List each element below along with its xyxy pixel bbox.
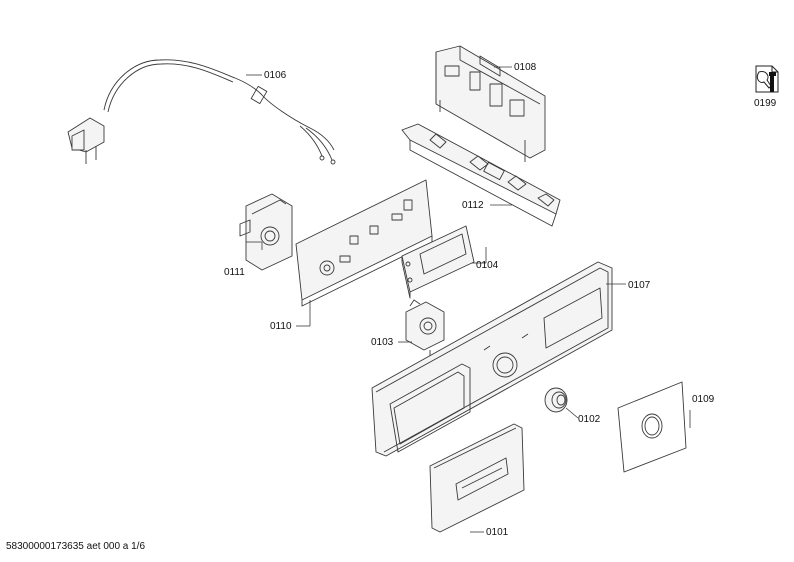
front-panel-part (371, 261, 613, 457)
callout-0108: 0108 (514, 62, 537, 73)
callout-0110: 0110 (270, 321, 292, 332)
power-cord-part (67, 59, 336, 165)
callout-0103: 0103 (371, 337, 394, 348)
callout-0111: 0111 (224, 267, 245, 278)
callout-0106: 0106 (264, 70, 287, 81)
holder-rail-part (401, 123, 561, 227)
callout-0104: 0104 (476, 260, 499, 271)
bracket-part (239, 193, 293, 271)
wrench-doc-icon (755, 65, 779, 93)
display-pcb-part (401, 225, 475, 299)
rotary-knob-part (544, 387, 568, 413)
main-pcb-part (295, 179, 433, 307)
detergent-drawer-part (429, 423, 525, 533)
decor-cover-part (617, 381, 687, 473)
callout-0199: 0199 (754, 98, 777, 109)
knob-module-part (405, 299, 445, 359)
document-reference: 58300000173635 aet 000 a 1/6 (6, 541, 146, 552)
callout-0109: 0109 (692, 394, 715, 405)
control-module-part (435, 45, 546, 162)
callout-0102: 0102 (578, 414, 601, 425)
callout-0112: 0112 (462, 200, 484, 211)
callout-0107: 0107 (628, 280, 651, 291)
callout-0101: 0101 (486, 527, 509, 538)
leader-0102 (565, 407, 579, 419)
